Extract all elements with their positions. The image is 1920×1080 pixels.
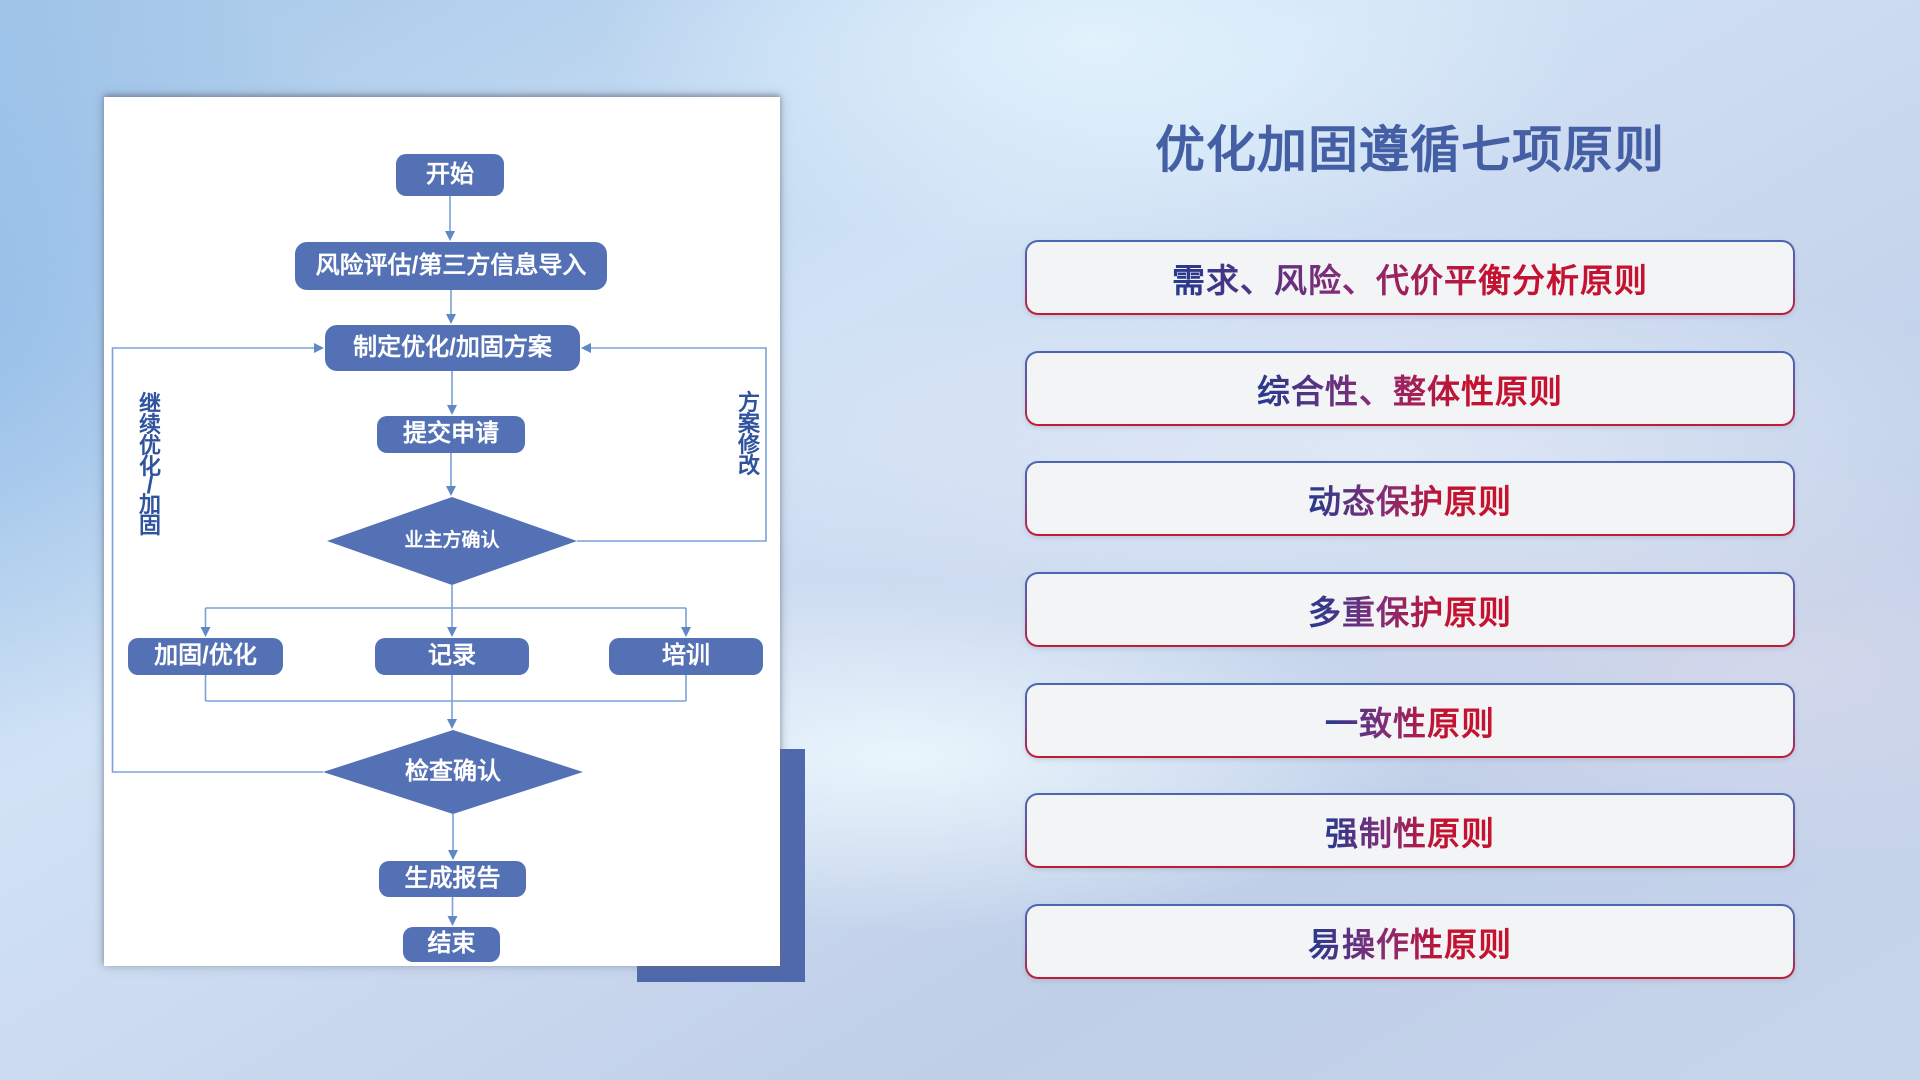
principle-box-5-label: 一致性原则 xyxy=(1325,697,1495,745)
node-make-plan: 制定优化/加固方案 xyxy=(325,325,580,371)
principle-box-3: 动态保护原则 xyxy=(1025,461,1795,536)
principle-box-3-label: 动态保护原则 xyxy=(1308,475,1512,523)
page-title: 优化加固遵循七项原则 xyxy=(1155,122,1665,178)
node-submit-application: 提交申请 xyxy=(377,416,525,453)
node-reinforce-optimize-label: 加固/优化 xyxy=(154,642,257,670)
connector-left-loop xyxy=(111,343,324,773)
principle-box-3-inner: 动态保护原则 xyxy=(1027,463,1793,534)
flowchart-connectors xyxy=(111,196,767,926)
principle-box-6-inner: 强制性原则 xyxy=(1027,795,1793,866)
node-make-plan-label: 制定优化/加固方案 xyxy=(353,333,552,361)
principle-box-5: 一致性原则 xyxy=(1025,683,1795,758)
node-risk-assessment-label: 风险评估/第三方信息导入 xyxy=(315,251,587,279)
principle-box-2: 综合性、整体性原则 xyxy=(1025,351,1795,426)
principle-box-2-label: 综合性、整体性原则 xyxy=(1257,365,1563,413)
left-loop-label: 继续优化/加固 xyxy=(138,391,161,538)
node-training: 培训 xyxy=(609,638,763,675)
principle-box-1-label: 需求、风险、代价平衡分析原则 xyxy=(1172,254,1648,302)
principle-box-6: 强制性原则 xyxy=(1025,793,1795,868)
node-end-label: 结束 xyxy=(427,930,476,958)
principle-box-4-label: 多重保护原则 xyxy=(1308,586,1512,634)
principle-box-6-label: 强制性原则 xyxy=(1325,807,1495,855)
principle-box-2-inner: 综合性、整体性原则 xyxy=(1027,353,1793,424)
connector-right-loop xyxy=(577,343,767,542)
principle-box-5-inner: 一致性原则 xyxy=(1027,685,1793,756)
node-training-label: 培训 xyxy=(662,642,710,670)
principle-box-7-label: 易操作性原则 xyxy=(1308,918,1512,966)
connector-group xyxy=(111,196,767,926)
principle-box-7: 易操作性原则 xyxy=(1025,904,1795,979)
node-submit-application-label: 提交申请 xyxy=(403,420,499,448)
node-record-label: 记录 xyxy=(428,642,476,670)
principle-box-4-inner: 多重保护原则 xyxy=(1027,574,1793,645)
principle-box-4: 多重保护原则 xyxy=(1025,572,1795,647)
node-end: 结束 xyxy=(403,927,500,962)
principle-box-1-inner: 需求、风险、代价平衡分析原则 xyxy=(1027,242,1793,313)
node-risk-assessment: 风险评估/第三方信息导入 xyxy=(295,242,607,290)
principle-box-7-inner: 易操作性原则 xyxy=(1027,906,1793,977)
node-generate-report: 生成报告 xyxy=(379,861,526,897)
principle-box-1: 需求、风险、代价平衡分析原则 xyxy=(1025,240,1795,315)
node-owner-confirm-label: 业主方确认 xyxy=(404,529,500,551)
node-check-confirm-label: 检查确认 xyxy=(405,757,501,785)
node-generate-report-label: 生成报告 xyxy=(404,864,501,892)
node-start-label: 开始 xyxy=(426,160,474,188)
node-start: 开始 xyxy=(396,154,504,196)
right-loop-label: 方案修改 xyxy=(737,390,760,478)
node-record: 记录 xyxy=(375,638,529,675)
node-reinforce-optimize: 加固/优化 xyxy=(128,638,283,675)
flowchart-panel: 开始 风险评估/第三方信息导入 制定优化/加固方案 提交申请 业主方确认 加固/… xyxy=(104,97,780,966)
